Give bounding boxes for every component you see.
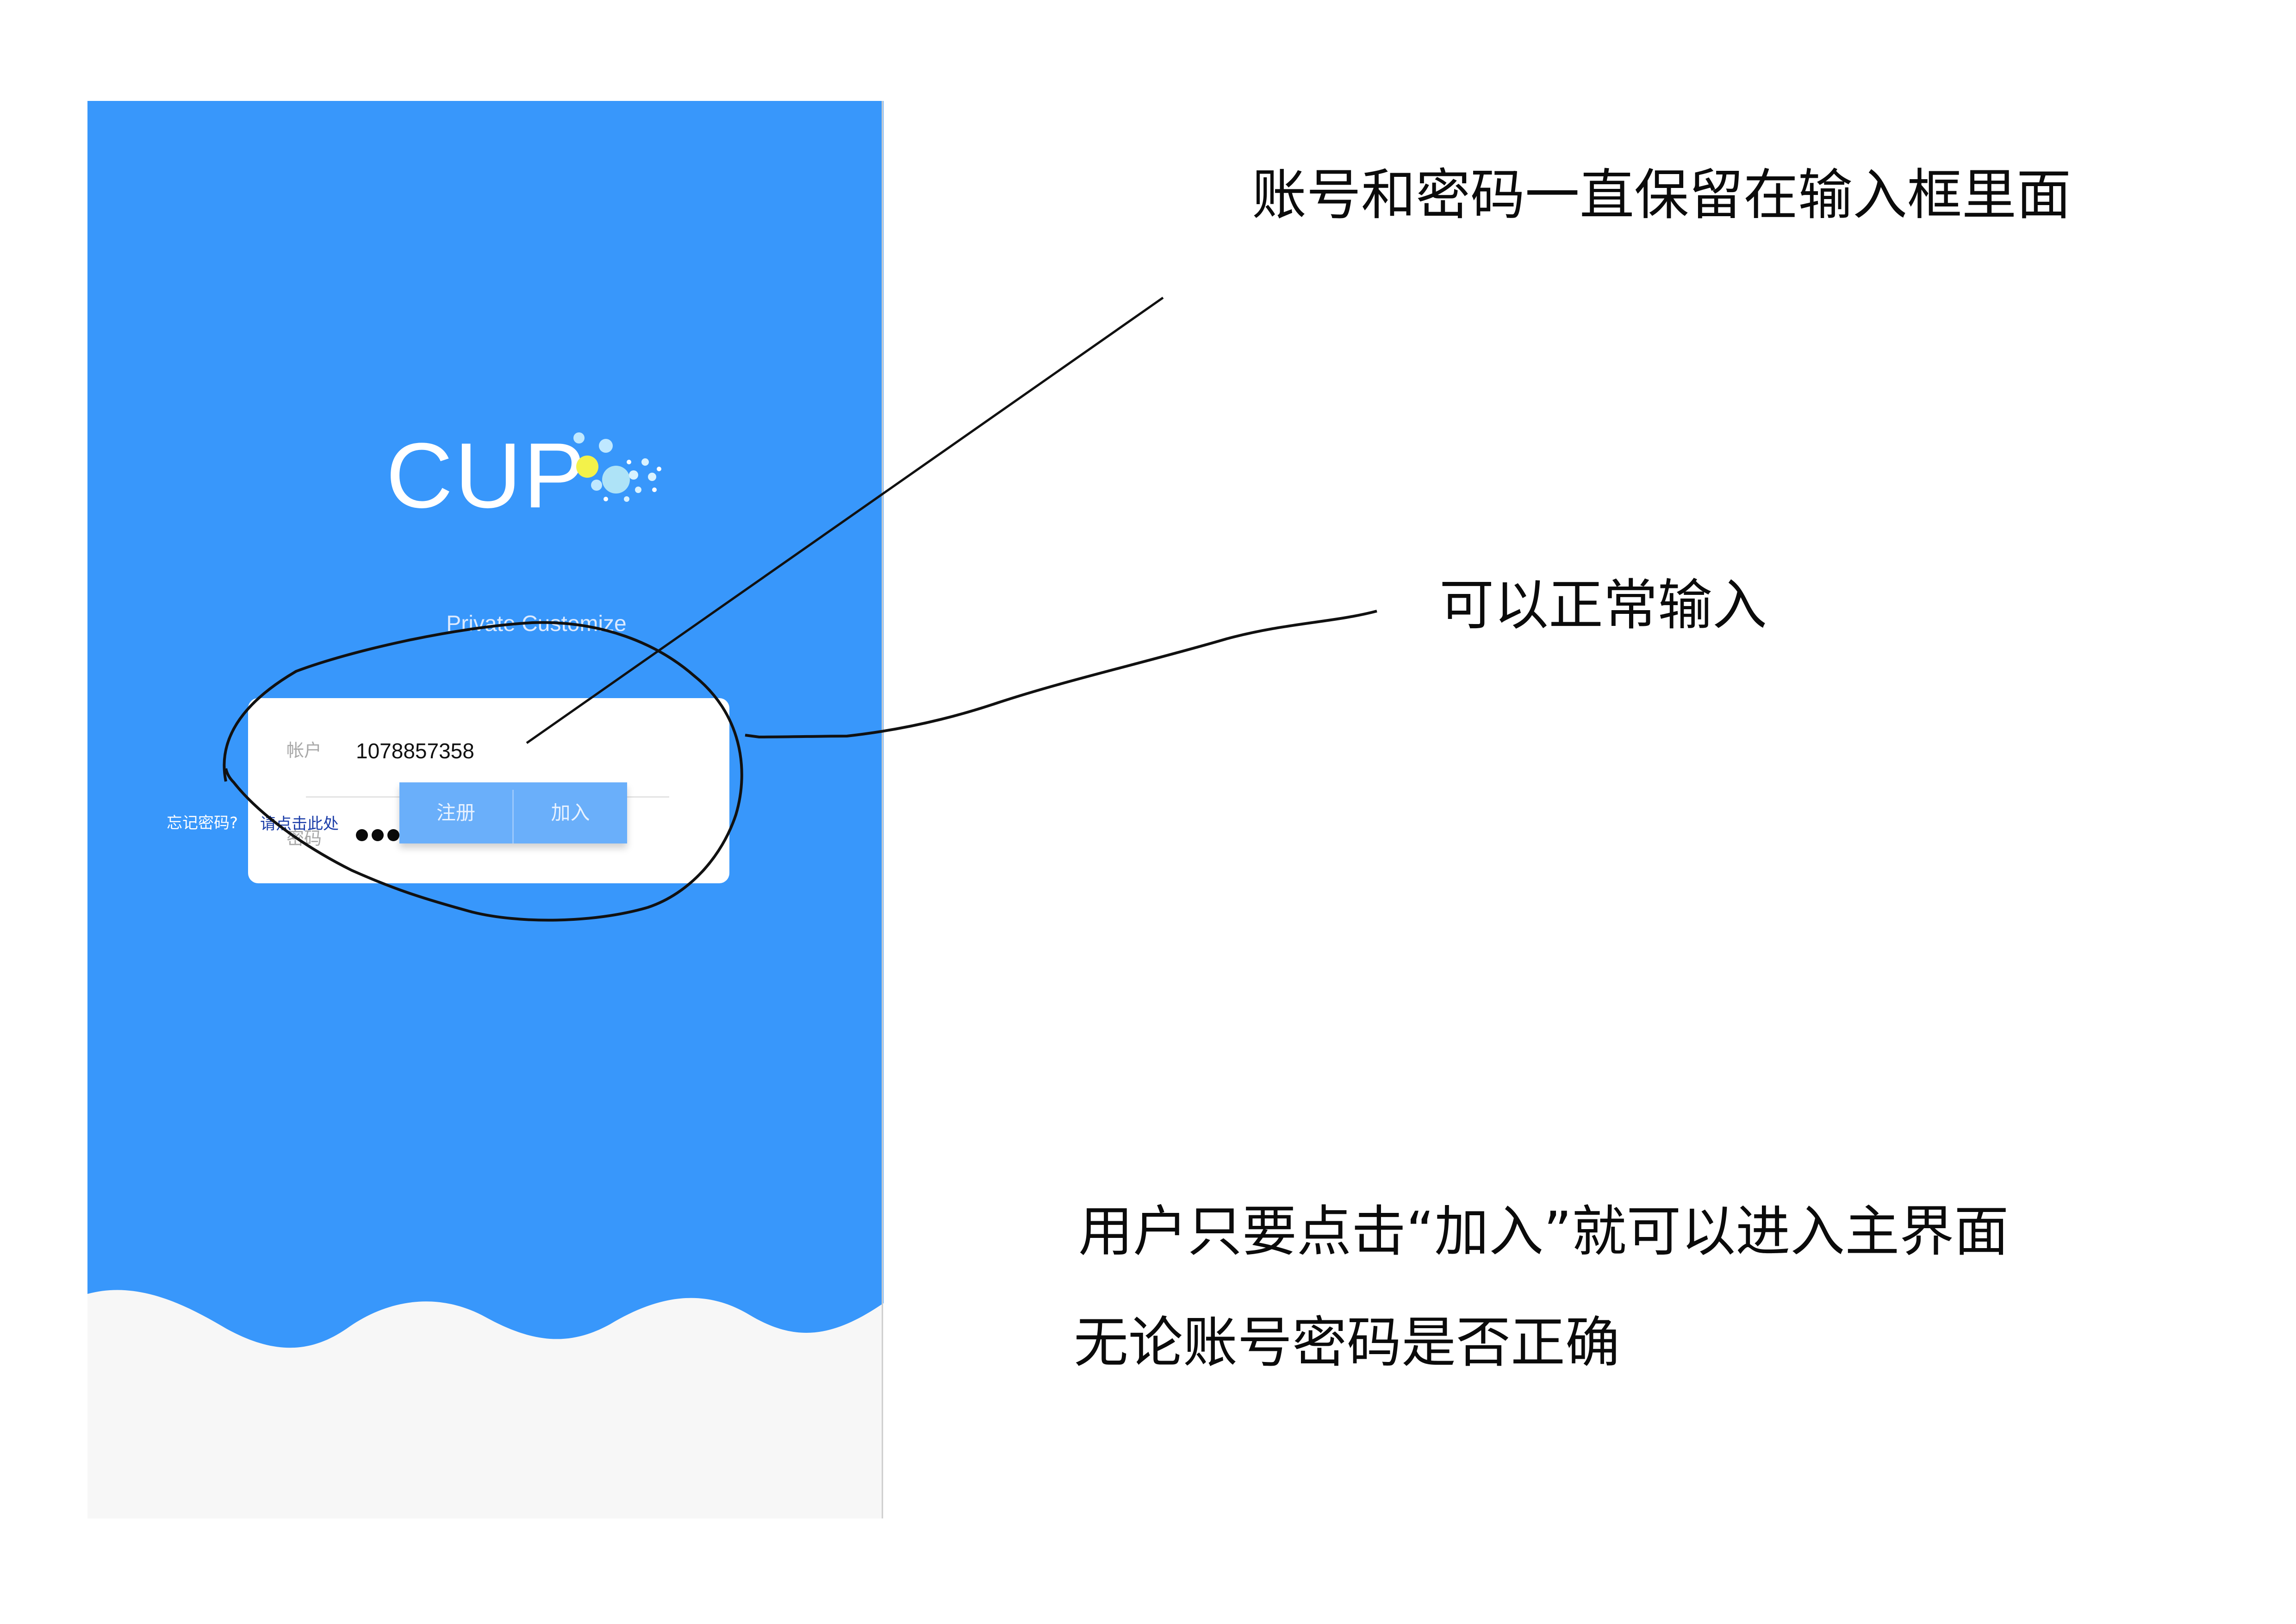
app-logo-text: CUP xyxy=(386,424,587,527)
annotation-join-behavior-detail: 无论账号密码是否正确 xyxy=(1074,1311,1620,1374)
wave-decoration xyxy=(87,1290,884,1518)
login-screen: CUP Private Customize 帐户 密码 忘记密码? 请点击此处 … xyxy=(87,101,884,1518)
register-button[interactable]: 注册 xyxy=(436,801,475,824)
password-mask-dot xyxy=(387,829,399,841)
app-logo-subtitle: Private Customize xyxy=(446,612,627,636)
screen-edge xyxy=(882,101,883,1518)
join-button[interactable]: 加入 xyxy=(551,801,590,824)
forgot-password-link[interactable]: 请点击此处 xyxy=(260,815,339,833)
password-mask-dot xyxy=(372,829,384,841)
bubbles-logo-icon xyxy=(573,432,661,502)
account-input[interactable] xyxy=(356,738,661,764)
action-button-group: 注册 加入 xyxy=(399,782,627,843)
forgot-password-prompt: 忘记密码? xyxy=(167,814,238,832)
password-mask-dot xyxy=(356,829,368,841)
annotation-join-behavior: 用户只要点击“加入”就可以进入主界面 xyxy=(1078,1199,2009,1263)
annotation-normal-input: 可以正常输入 xyxy=(1439,573,1767,637)
account-label: 帐户 xyxy=(286,740,322,761)
annotation-persist-credentials: 账号和密码一直保留在输入框里面 xyxy=(1252,163,2072,227)
